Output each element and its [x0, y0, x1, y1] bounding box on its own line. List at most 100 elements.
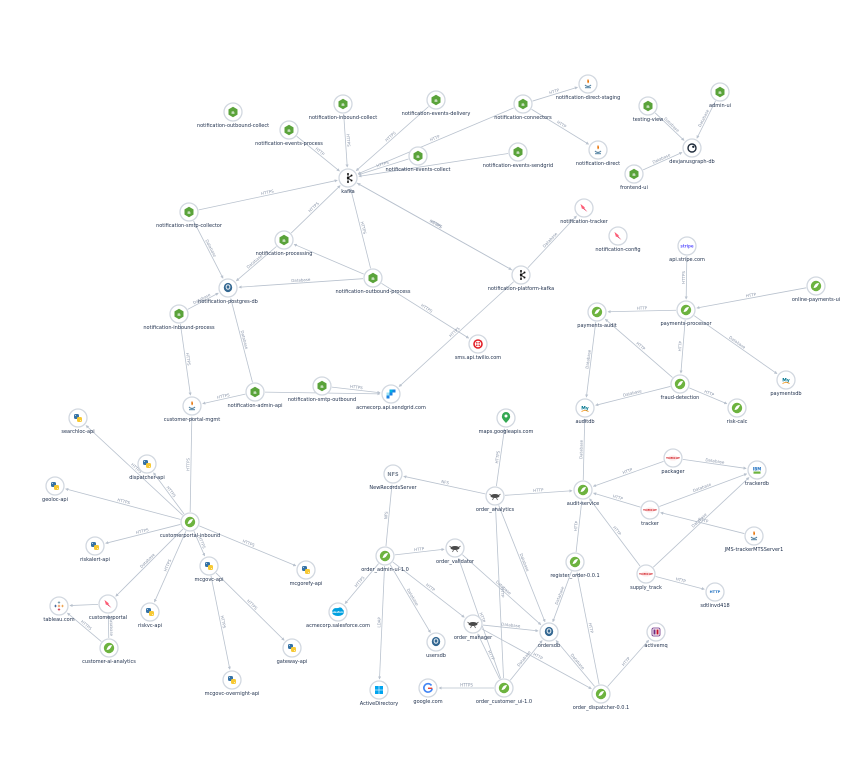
node-mcgovc-api[interactable]: mcgovc-api — [195, 556, 224, 583]
edge: Database — [193, 220, 224, 279]
edge-line — [595, 386, 671, 407]
node-online-payments-ui[interactable]: online-payments-ui — [792, 276, 840, 303]
edge-line — [385, 484, 394, 547]
node-maps[interactable]: maps.googleapis.com — [479, 408, 534, 435]
edge: HTTP — [589, 498, 641, 567]
spring-icon — [569, 556, 581, 568]
node-devjanusgraph-db[interactable]: devjanusgraph-db — [669, 138, 715, 165]
node-order-dispatcher[interactable]: order_dispatcher-0.0.1 — [573, 684, 629, 711]
node-risk-calc[interactable]: risk-calc — [727, 398, 748, 425]
node-order-customer-ui[interactable]: order_customer_ui-1.0 — [476, 678, 532, 705]
node-label: sms.api.twilio.com — [455, 355, 501, 361]
node-order-validator[interactable]: order_validator — [436, 538, 475, 565]
node-customerportal[interactable]: customerportal — [89, 594, 127, 621]
edge: HTTP — [504, 487, 573, 496]
edge-line — [607, 309, 677, 314]
node-activemq[interactable]: activemq — [644, 622, 668, 649]
edge-line — [153, 472, 185, 515]
node-mcgovc-overnight-api[interactable]: mcgovc-overnight-api — [205, 670, 260, 697]
node-order-admin-ui[interactable]: order_admin-ui-1.0 — [361, 546, 409, 573]
node-notification-platform-kafka[interactable]: notification-platform-kafka — [488, 265, 554, 292]
node-searchloc-api[interactable]: searchloc-api — [61, 408, 95, 435]
node-customerportal-inbound[interactable]: customerportal-inbound — [160, 512, 220, 539]
node-label: notification-smtp-collector — [156, 223, 223, 229]
node-notification-direct-staging[interactable]: notification-direct-staging — [556, 74, 621, 101]
node-customer-ai-analytics[interactable]: customer-ai-analytics — [82, 638, 136, 665]
edge-line — [582, 418, 587, 481]
node-label: tracker — [641, 521, 660, 527]
node-activedirectory[interactable]: ActiveDirectory — [360, 680, 399, 707]
node-geoloc-api[interactable]: geoloc-api — [42, 476, 68, 503]
node-dispatcher-api[interactable]: dispatcher-api — [129, 454, 165, 481]
node-usersdb[interactable]: usersdb — [426, 632, 446, 659]
node-fraud-detection[interactable]: fraud-detection — [661, 374, 700, 401]
node-label: supply_track — [630, 585, 662, 591]
edge-line — [189, 416, 194, 513]
node-mcgorefy-api[interactable]: mcgorefy-api — [290, 560, 323, 587]
edge-line — [552, 571, 572, 623]
nodejs-icon: n — [338, 98, 348, 110]
node-notification-direct[interactable]: notification-direct — [576, 140, 620, 167]
node-jms-tracker[interactable]: JMS-trackerMTSServer1 — [724, 526, 784, 553]
node-label: fraud-detection — [661, 395, 700, 401]
node-payments-audit[interactable]: payments-audit — [577, 302, 617, 329]
edge-protocol-label: HTTPS — [346, 134, 352, 148]
node-ordersdb[interactable]: ordersdb — [538, 622, 560, 649]
node-notification-postgres-db[interactable]: notification-postgres-db — [198, 278, 258, 305]
edge: HTTPS — [65, 487, 181, 520]
node-customer-portal-mgmt[interactable]: customer-portal-mgmt — [164, 396, 220, 423]
nodejs-icon: n — [279, 234, 289, 246]
node-riskalert-api[interactable]: riskalert-api — [80, 536, 110, 563]
node-sendgrid[interactable]: acmecorp.api.sendgrid.com — [356, 384, 426, 411]
node-notification-config[interactable]: notification-config — [595, 226, 641, 253]
node-google[interactable]: google.com — [413, 678, 443, 705]
node-label: notification-direct — [576, 161, 620, 167]
svg-text:n: n — [434, 99, 437, 104]
node-audit-service[interactable]: audit-service — [567, 480, 599, 507]
node-label: register_order-0.0.1 — [550, 573, 599, 579]
node-notification-tracker[interactable]: notification-tracker — [560, 198, 609, 225]
edge: Database — [552, 571, 572, 623]
node-register-order[interactable]: register_order-0.0.1 — [550, 552, 600, 579]
node-riskvc-api[interactable]: riskvc-api — [138, 602, 162, 629]
node-kafka[interactable]: kafka — [338, 168, 358, 195]
edge-protocol-label: HTTPS — [197, 535, 207, 549]
node-twilio[interactable]: sms.api.twilio.com — [455, 334, 501, 361]
node-order-manager[interactable]: order_manager — [454, 614, 493, 641]
edge-protocol-label: HTTPS — [360, 221, 368, 235]
node-gateway-api[interactable]: gateway-api — [277, 638, 308, 665]
edge-protocol-label: Database — [663, 116, 681, 133]
svg-text:TOMCAT: TOMCAT — [666, 456, 681, 460]
node-order-analytics[interactable]: order_analytics — [476, 486, 515, 513]
node-payments-processor[interactable]: payments-processor — [660, 300, 712, 327]
edge-protocol-label: HTTPS — [242, 538, 256, 548]
node-tableau[interactable]: tableau.com — [43, 596, 75, 623]
edge-line — [229, 298, 253, 383]
